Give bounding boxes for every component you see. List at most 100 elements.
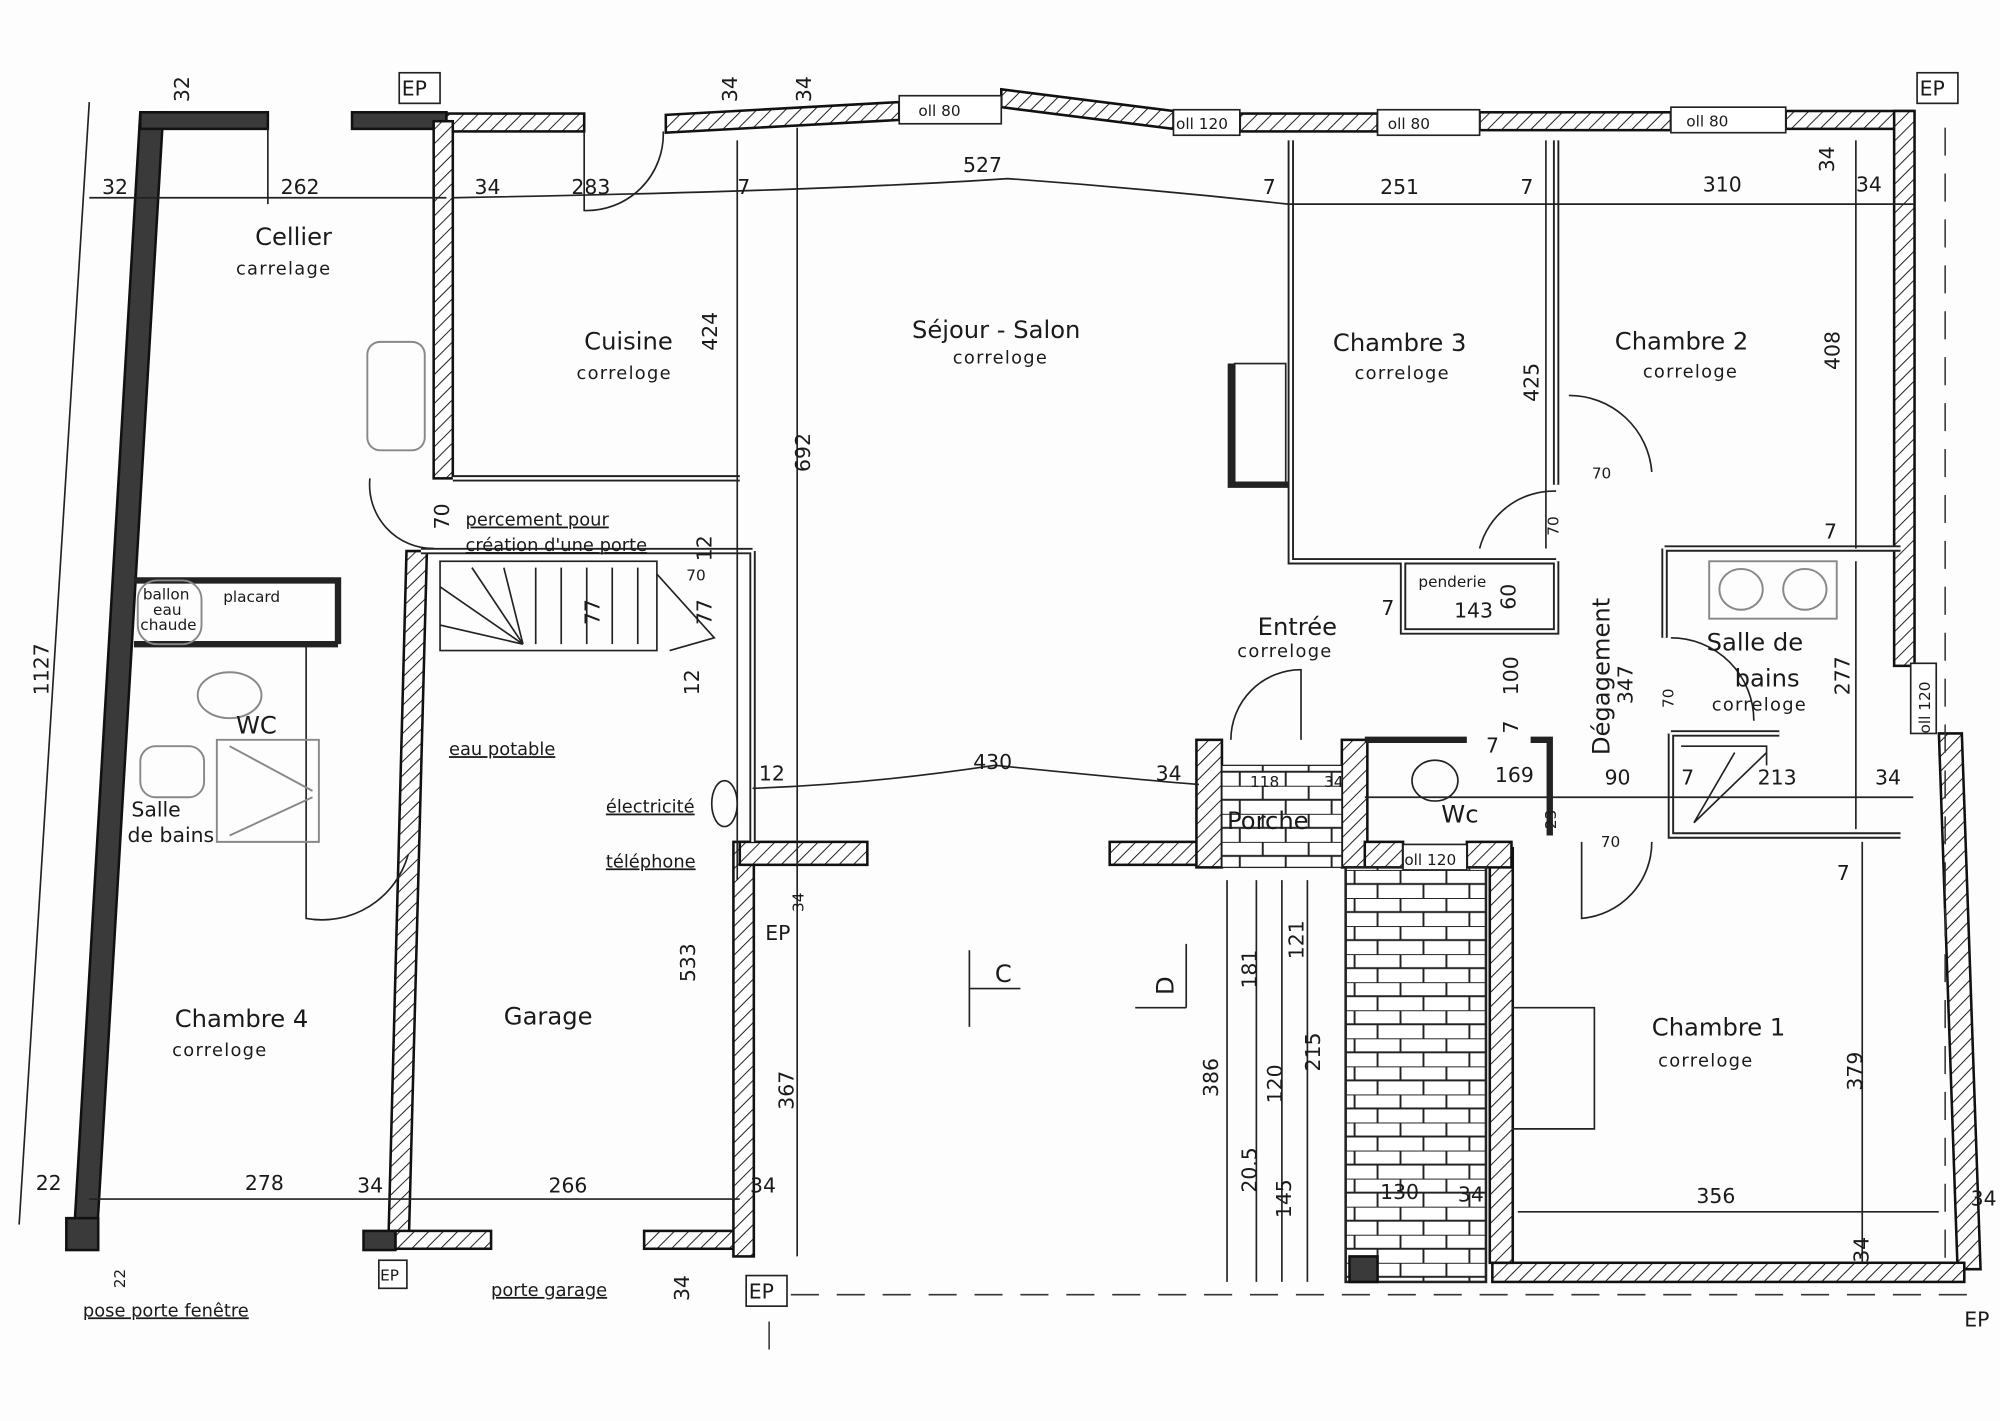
room-cellier-floor: carrelage <box>236 258 331 279</box>
fireplace <box>1233 362 1287 486</box>
room-labels: Cellier carrelage Cuisine correloge Séjo… <box>128 223 1807 1071</box>
sink-double <box>1708 560 1838 620</box>
dim: 430 <box>973 750 1012 774</box>
staircase <box>439 560 658 652</box>
dim: 7 <box>1824 519 1837 543</box>
ballon <box>136 579 203 646</box>
north-wall-cellier-right <box>350 111 448 131</box>
wc-toilet-ground <box>196 671 263 720</box>
room-chambre-4-floor: correloge <box>172 1040 267 1061</box>
dim: 70 <box>1659 688 1677 707</box>
note-electricite: électricité <box>606 797 695 818</box>
dim: 277 <box>1830 656 1854 695</box>
window-label: oll 80 <box>1388 115 1430 133</box>
dim: 7 <box>1681 765 1694 789</box>
north-wall-ch2 <box>1478 111 1673 132</box>
dim: 408 <box>1820 331 1844 370</box>
doors <box>267 127 1755 1130</box>
dim: 425 <box>1519 363 1543 402</box>
dim: 34 <box>1971 1186 1997 1210</box>
dim: 22 <box>36 1171 62 1195</box>
room-chambre-4: Chambre 4 <box>175 1005 309 1033</box>
dim: 77 <box>693 599 717 625</box>
dim: 118 <box>1250 773 1279 791</box>
dim: 34 <box>1856 172 1882 196</box>
garage-south-wall-left <box>394 1229 493 1251</box>
dim: 70 <box>1601 833 1620 851</box>
windows: oll 80 oll 120 oll 80 oll 80 oll 120 oll… <box>898 94 1938 871</box>
section-markers: C D <box>968 943 1188 1027</box>
dim: 1127 <box>29 643 53 695</box>
dim: 70 <box>686 566 705 584</box>
east-wall-upper <box>1892 109 1916 668</box>
dim: 283 <box>571 175 610 199</box>
dim: 34 <box>357 1174 383 1198</box>
room-cuisine: Cuisine <box>584 328 673 356</box>
dim: 32 <box>170 76 194 102</box>
note-placard: placard <box>223 588 280 606</box>
washing-machine <box>366 340 426 452</box>
dim: 145 <box>1272 1179 1296 1218</box>
note-ballon: ballon <box>143 586 190 604</box>
dim: 169 <box>1495 763 1534 787</box>
room-sejour: Séjour - Salon <box>912 316 1080 344</box>
garage-south-wall-right <box>642 1229 748 1251</box>
dim: 215 <box>1301 1033 1325 1072</box>
room-wc: Wc <box>1441 801 1478 829</box>
dim: 262 <box>281 175 320 199</box>
dim: 120 <box>1263 1064 1287 1103</box>
dim: 77 <box>580 599 604 625</box>
dim: 32 <box>102 175 128 199</box>
sejour-south-wall-left <box>738 840 869 867</box>
dim: 356 <box>1696 1184 1735 1208</box>
dim: 12 <box>680 669 704 695</box>
door-ch3 <box>1478 490 1557 549</box>
door-ch2 <box>1568 394 1653 473</box>
north-wall-cellier-left <box>139 111 270 131</box>
door-cellier <box>267 127 434 550</box>
dim: 7 <box>1486 734 1499 758</box>
dim: 130 <box>1380 1180 1419 1204</box>
note-telephone: téléphone <box>606 851 696 872</box>
dim: 278 <box>245 1171 284 1195</box>
chimney-brick <box>1344 866 1488 1284</box>
ep-marker: EP <box>765 921 790 945</box>
dim: 90 <box>1605 765 1631 789</box>
section-d-label: D <box>1151 976 1179 995</box>
shower-ground <box>215 738 320 843</box>
north-wall-ch3 <box>1238 112 1379 133</box>
room-sdb-floor: correloge <box>1712 695 1807 716</box>
north-wall-cuisine <box>445 112 586 133</box>
dim: 7 <box>1520 175 1533 199</box>
note-percement-2: création d'une porte <box>466 535 648 556</box>
electric-meter <box>710 779 739 828</box>
dim: 34 <box>1324 773 1343 791</box>
room-cuisine-floor: correloge <box>577 363 672 384</box>
ep-marker: EP <box>1920 77 1945 101</box>
dim: 34 <box>1156 762 1182 786</box>
dimension-labels: 32 32 262 34 283 7 527 7 251 7 310 34 34… <box>29 76 1996 1301</box>
room-sdb-ground-2: de bains <box>128 823 215 847</box>
dim: 310 <box>1703 172 1742 196</box>
shower <box>1681 745 1768 824</box>
porche-east-wall <box>1340 738 1369 869</box>
ep-marker: EP <box>749 1280 774 1304</box>
north-wall-sejour-right <box>1000 87 1175 131</box>
dim: 34 <box>670 1275 694 1301</box>
door-wc-ground <box>305 644 409 921</box>
window-label: oll 80 <box>918 102 960 120</box>
room-wc-ground: WC <box>236 711 277 739</box>
north-wall-sejour-left <box>664 100 901 135</box>
room-porche: Porche <box>1227 807 1309 835</box>
dim: 34 <box>1850 1237 1874 1263</box>
wc-south-wall-left <box>1363 840 1405 869</box>
dim: 121 <box>1285 920 1309 959</box>
dim: 70 <box>1592 464 1611 482</box>
door-ch1-closet <box>1511 1006 1596 1130</box>
section-c-label: C <box>995 960 1012 988</box>
chimney-base <box>1348 1255 1379 1284</box>
dim: 181 <box>1237 950 1261 989</box>
room-garage: Garage <box>504 1002 593 1030</box>
note-percement: percement pour <box>466 510 610 531</box>
